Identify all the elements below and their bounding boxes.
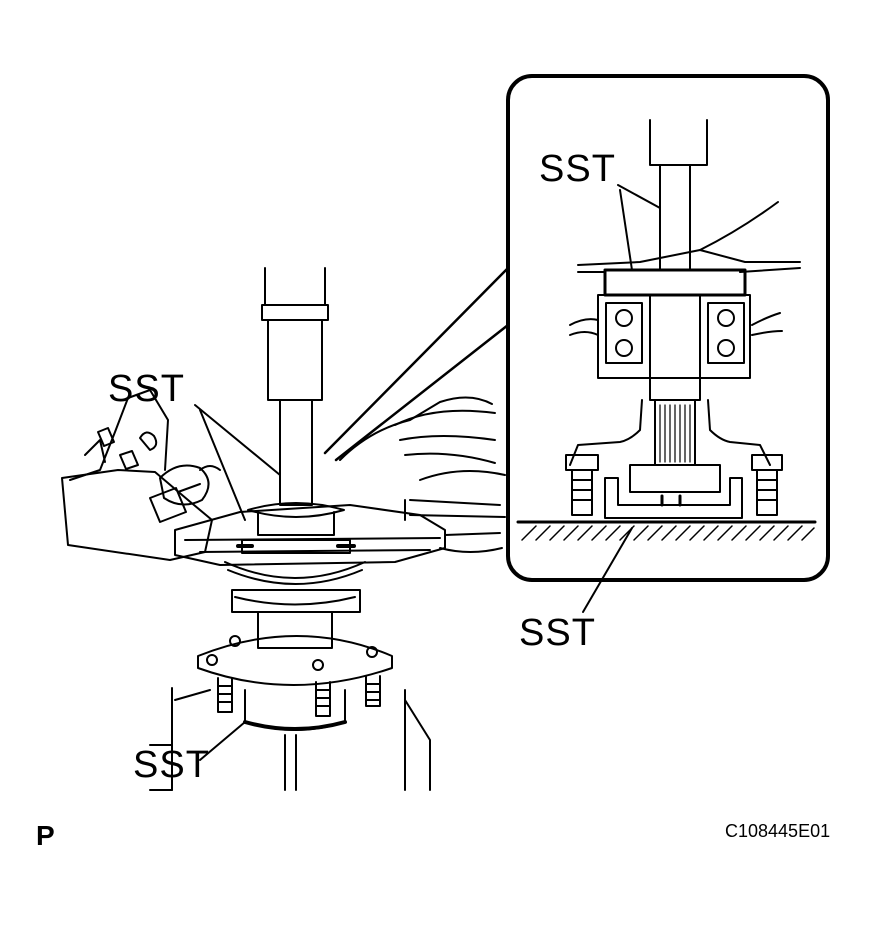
hub-bearing-assembly	[197, 561, 393, 717]
leader-lines	[194, 184, 661, 761]
sst-callout-lower-inset: SST	[519, 612, 596, 654]
sst-callout-upper-main: SST	[108, 368, 185, 410]
inset-frame	[323, 74, 830, 582]
lower-support-tool	[149, 687, 431, 791]
sst-callout-upper-inset: SST	[539, 148, 616, 190]
view-mark: P	[36, 820, 55, 851]
figure-id: C108445E01	[725, 821, 831, 841]
steering-knuckle	[61, 389, 506, 566]
upper-press-tool	[236, 267, 356, 554]
sst-callout-lower-main: SST	[133, 744, 210, 786]
inset-section-view	[516, 119, 817, 541]
